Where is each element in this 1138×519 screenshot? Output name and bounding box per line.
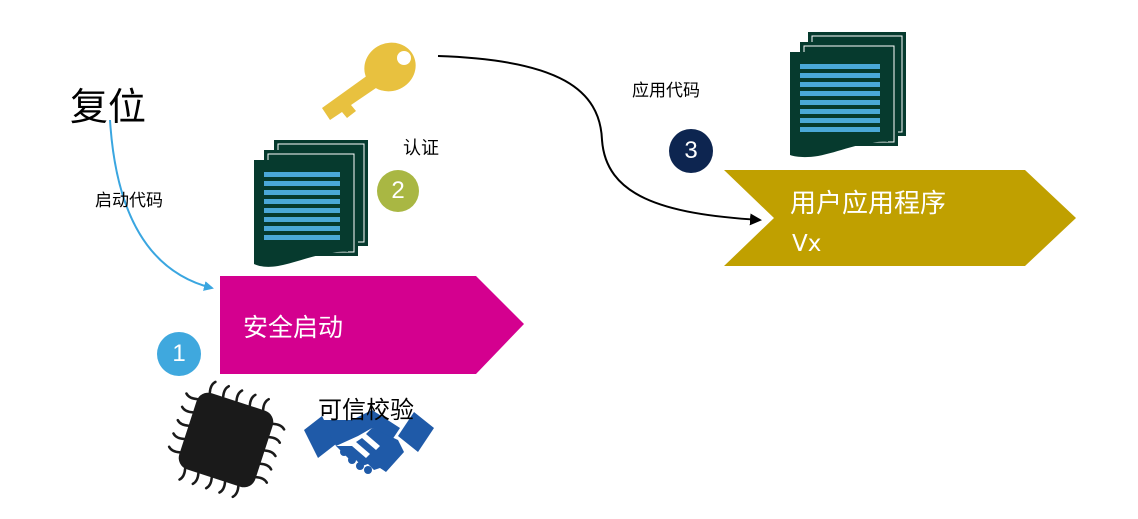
user-app-label: 用户应用程序	[790, 189, 947, 219]
chip-icon	[167, 380, 286, 499]
boot-code-label: 启动代码	[95, 191, 163, 211]
step-2-badge: 2	[377, 170, 419, 212]
reset-arrow	[109, 119, 214, 291]
key-hole	[397, 51, 411, 65]
key-icon	[322, 42, 416, 120]
document-stack-icon	[254, 140, 368, 267]
auth-arrow	[437, 55, 762, 226]
secure-boot-label: 安全启动	[243, 313, 344, 342]
handshake-icon	[304, 410, 434, 474]
app-code-label: 应用代码	[632, 81, 700, 101]
reset-label: 复位	[70, 85, 147, 129]
auth-label: 认证	[403, 138, 439, 159]
trust-check-label: 可信校验	[318, 396, 414, 424]
step-3-badge: 3	[669, 129, 713, 173]
document-stack-icon	[790, 32, 906, 158]
step-1-badge: 1	[157, 332, 201, 376]
user-app-arrow	[724, 170, 1076, 266]
secure-boot-arrow	[220, 276, 524, 374]
version-label: Vx	[792, 231, 822, 257]
